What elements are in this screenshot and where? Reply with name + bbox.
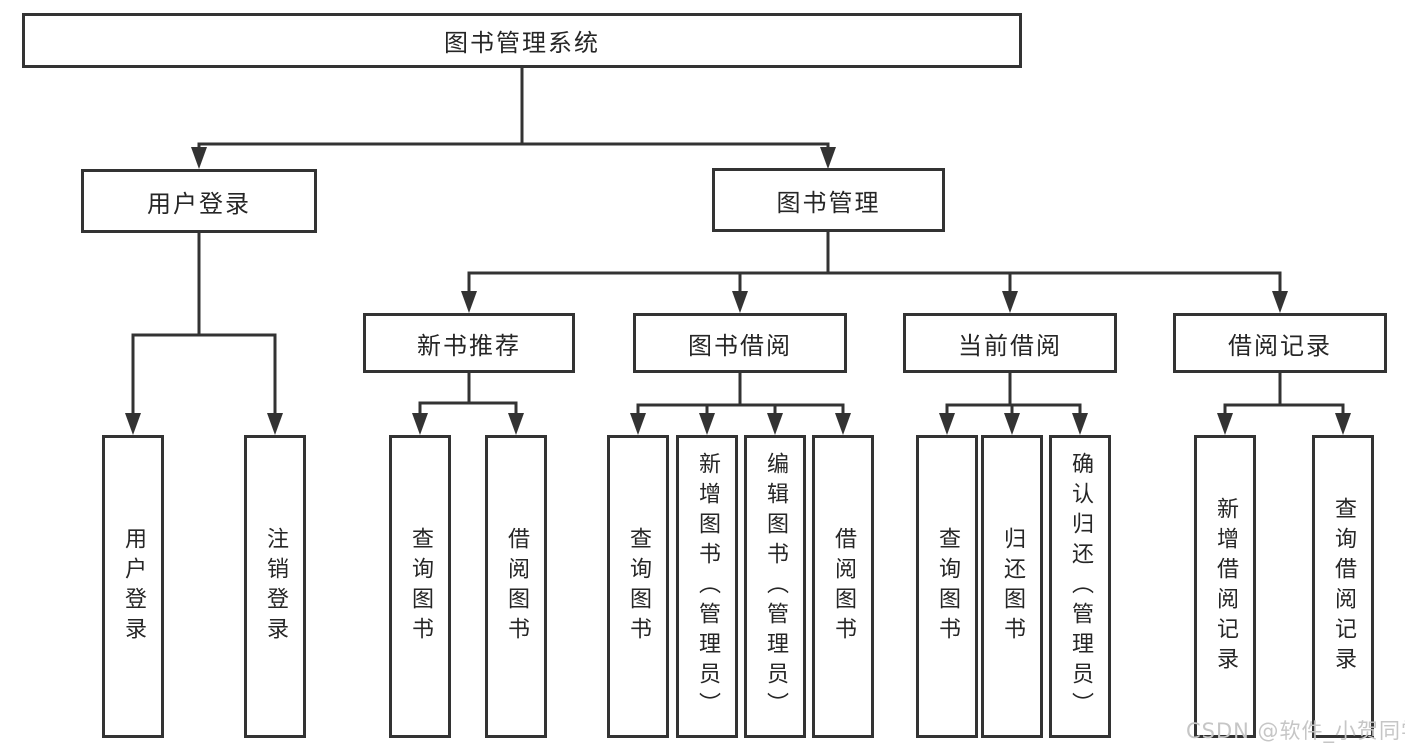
leaf-edit-books-admin: 编辑图书（管理员） — [744, 435, 806, 738]
connector-bookmgmt-to-level3 — [461, 232, 1288, 313]
node-book-management: 图书管理 — [712, 168, 945, 232]
leaf-query-borrowing-record: 查询借阅记录 — [1312, 435, 1374, 738]
node-label: 当前借阅 — [958, 331, 1062, 360]
node-label: 图书管理 — [776, 188, 881, 217]
leaf-label: 查询图书 — [935, 526, 960, 647]
leaf-query-books: 查询图书 — [389, 435, 451, 738]
leaf-label: 查询图书 — [626, 526, 651, 647]
node-label: 借阅记录 — [1228, 331, 1332, 360]
leaf-label: 借阅图书 — [831, 526, 856, 647]
node-borrowing-records: 借阅记录 — [1173, 313, 1387, 373]
node-book-borrowing: 图书借阅 — [633, 313, 847, 373]
node-user-login: 用户登录 — [81, 169, 317, 233]
connector-userlogin-to-leaves — [125, 233, 283, 435]
leaf-query-books: 查询图书 — [916, 435, 978, 738]
leaf-add-books-admin: 新增图书（管理员） — [676, 435, 738, 738]
leaf-label: 新增图书（管理员） — [695, 451, 720, 722]
connector-newbooks-to-leaves — [412, 373, 524, 435]
connector-current-to-leaves — [939, 373, 1088, 435]
leaf-label: 注销登录 — [263, 526, 288, 647]
connector-root-to-level2 — [191, 68, 836, 169]
leaf-query-books: 查询图书 — [607, 435, 669, 738]
connector-borrow-to-leaves — [630, 373, 851, 435]
node-new-book-recommendation: 新书推荐 — [363, 313, 575, 373]
leaf-return-books: 归还图书 — [981, 435, 1043, 738]
node-current-borrowing: 当前借阅 — [903, 313, 1117, 373]
leaf-add-borrowing-record: 新增借阅记录 — [1194, 435, 1256, 738]
leaf-confirm-return-admin: 确认归还（管理员） — [1049, 435, 1111, 738]
leaf-label: 借阅图书 — [504, 526, 529, 647]
leaf-logout: 注销登录 — [244, 435, 306, 738]
csdn-watermark: CSDN @软件_小贺同学 — [1186, 719, 1405, 743]
leaf-label: 归还图书 — [1000, 526, 1025, 647]
node-label: 图书借阅 — [688, 331, 792, 360]
leaf-label: 查询图书 — [408, 526, 433, 647]
connector-records-to-leaves — [1217, 373, 1351, 435]
leaf-label: 新增借阅记录 — [1213, 496, 1238, 677]
node-label: 图书管理系统 — [444, 29, 600, 57]
node-label: 新书推荐 — [417, 331, 521, 360]
leaf-borrow-books: 借阅图书 — [812, 435, 874, 738]
node-library-management-system: 图书管理系统 — [22, 13, 1022, 68]
leaf-label: 确认归还（管理员） — [1068, 451, 1093, 722]
leaf-label: 用户登录 — [121, 526, 146, 647]
leaf-label: 查询借阅记录 — [1331, 496, 1356, 677]
node-label: 用户登录 — [147, 189, 251, 218]
leaf-borrow-books: 借阅图书 — [485, 435, 547, 738]
leaf-label: 编辑图书（管理员） — [763, 451, 788, 722]
leaf-user-login: 用户登录 — [102, 435, 164, 738]
